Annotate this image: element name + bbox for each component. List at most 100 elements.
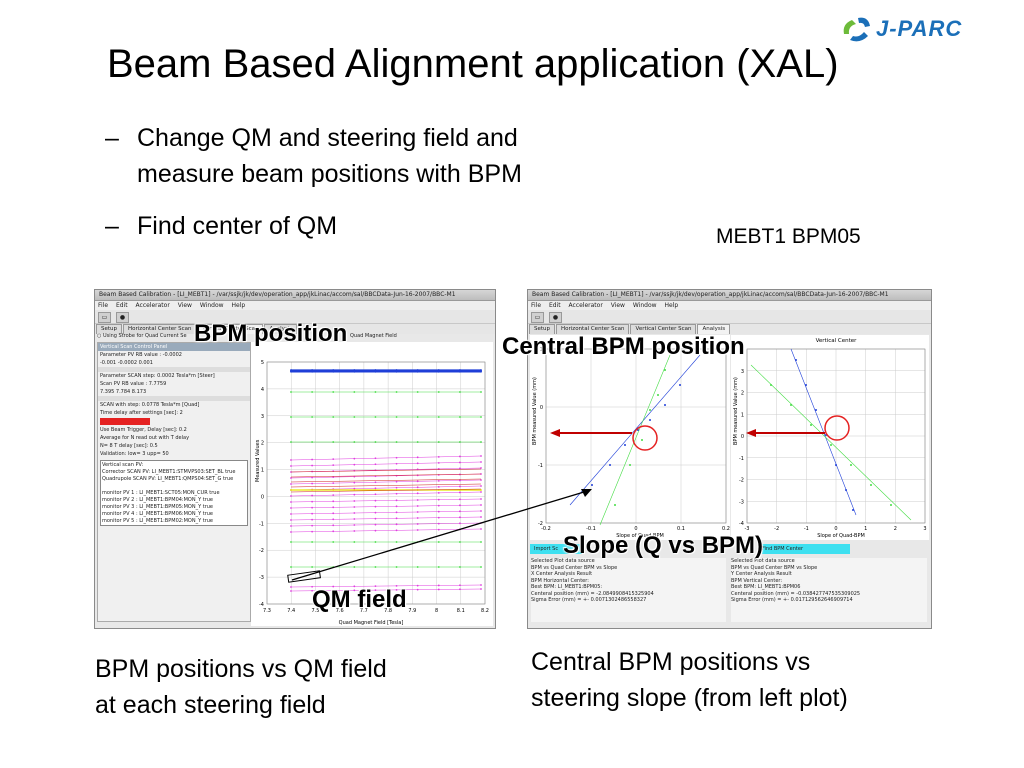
menu-help[interactable]: Help	[664, 302, 679, 309]
tab-analysis[interactable]: Analysis	[264, 324, 298, 334]
quad-field-label: Quad Magnet Field	[350, 333, 397, 339]
x-tick-label: 2	[894, 526, 897, 532]
log-area: Vertical scan PV: Corrector SCAN PV: LI_…	[100, 460, 248, 526]
y-tick-label: -3	[739, 499, 744, 505]
menu-help[interactable]: Help	[231, 302, 246, 309]
beam-trigger-option[interactable]: Use Beam Trigger, Delay [sec]: 0.2	[100, 427, 187, 433]
log-line: Quadrupole SCAN PV: LI_MEBT1:QMPS04:SET_…	[102, 476, 234, 482]
tab-analysis[interactable]: Analysis	[697, 324, 731, 334]
menu-window[interactable]: Window	[632, 302, 657, 309]
y-tick-label: -1	[739, 456, 744, 462]
plot-title: Vertical Center	[816, 338, 858, 344]
toolbar: ▭●	[528, 310, 931, 324]
x-tick-label: 7.7	[360, 608, 368, 614]
result-line: Centeral position (mm) = -2.084990841532…	[531, 590, 654, 597]
x-tick-label: -0.2	[541, 526, 551, 532]
time-delay[interactable]: Time delay after settings [sec]: 2	[100, 410, 183, 416]
right-app-window: Beam Based Calibration - [LI_MEBT1] - /v…	[527, 289, 932, 629]
x-tick-label: 8.1	[457, 608, 465, 614]
result-line: Sigma Error (mm) = +- 0.0171295626469097…	[731, 597, 853, 603]
x-tick-label: -1	[804, 526, 809, 532]
menu-accelerator[interactable]: Accelerator	[135, 302, 170, 309]
record-icon[interactable]: ●	[116, 312, 129, 323]
caption-right-line-2: steering slope (from left plot)	[531, 684, 848, 712]
x-tick-label: 0.2	[722, 526, 730, 532]
menu-accelerator[interactable]: Accelerator	[568, 302, 603, 309]
strobe-label: Using Strobe for Quad Current Se	[102, 333, 187, 339]
x-tick-label: 8.2	[481, 608, 489, 614]
x-tick-label: -3	[745, 526, 750, 532]
open-icon[interactable]: ▭	[531, 312, 544, 323]
menu-view[interactable]: View	[610, 302, 625, 309]
menu-view[interactable]: View	[177, 302, 192, 309]
log-line: monitor PV 3 : LI_MEBT1:BPM05:MON_Y true	[102, 504, 214, 510]
y-tick-label: 1	[540, 347, 543, 353]
y-tick-label: 4	[261, 387, 264, 393]
y-tick-label: 0	[540, 405, 543, 411]
find-bpm-center-button[interactable]: Find BPM Center	[758, 544, 850, 554]
bullet-2-line-1: Find center of QM	[137, 212, 338, 240]
scan-slider[interactable]	[98, 396, 250, 401]
menu-window[interactable]: Window	[199, 302, 224, 309]
x-axis-label: Slope of Quad-BPM	[817, 533, 865, 539]
menu-file[interactable]: File	[531, 302, 542, 309]
tab-vertical-center-scan[interactable]: Vertical Center Scan	[630, 324, 697, 334]
y-axis-label: BPM measured Value (mm)	[733, 377, 739, 445]
tab-setup[interactable]: Setup	[529, 324, 556, 334]
scan-range[interactable]: 7.395 7.784 8.173	[100, 389, 147, 395]
callout-central-bpm-position: Central BPM position	[502, 333, 745, 360]
scan-step[interactable]: SCAN with step: 0.0778 Tesla*m [Quad]	[100, 402, 200, 408]
result-line: BPM Vertical Center:	[731, 577, 783, 584]
result-line: Sigma Error (mm) = +- 0.0071302486558327	[531, 597, 647, 603]
record-icon[interactable]: ●	[549, 312, 562, 323]
param-slider[interactable]	[98, 367, 250, 372]
x-axis-label: Slope of Quad-BPM	[616, 533, 664, 539]
param-scan-step[interactable]: Parameter SCAN step: 0.0002 Tesla*m [Ste…	[100, 373, 215, 379]
tab-horizontal-center-scan[interactable]: Horizontal Center Scan	[556, 324, 630, 334]
y-tick-label: -3	[259, 575, 264, 581]
average-option[interactable]: Average for N read out with T delay	[100, 435, 190, 441]
caption-left-line-2: at each steering field	[95, 691, 326, 719]
param-range[interactable]: -0.001 -0.0002 0.001	[100, 360, 153, 366]
y-axis-label: Measured Values	[255, 439, 261, 482]
log-line: monitor PV 2 : LI_MEBT1:BPM04:MON_Y true	[102, 497, 214, 503]
x-tick-label: 0	[634, 526, 637, 532]
y-tick-label: 0	[261, 494, 264, 500]
scan-progress-bar	[100, 418, 150, 425]
bullet-dash: –	[105, 124, 119, 152]
result-line: Best BPM: LI_MEBT1:BPM05:	[531, 584, 603, 590]
x-tick-label: 7.5	[311, 608, 319, 614]
y-tick-label: 5	[261, 360, 264, 366]
strobe-option[interactable]: ○ Using Strobe for Quad Current Se	[97, 333, 187, 339]
menubar: File Edit Accelerator View Window Help	[95, 301, 495, 310]
control-panel: Vertical Scan Control Panel Parameter PV…	[97, 342, 251, 622]
result-line[interactable]: BPM vs Quad Center BPM vs Slope	[731, 564, 818, 571]
tab-setup[interactable]: Setup	[96, 324, 123, 334]
x-tick-label: 1	[864, 526, 867, 532]
log-line: Corrector SCAN PV: LI_MEBT1:STMVPS03:SET…	[102, 469, 236, 475]
y-tick-label: -1	[538, 463, 543, 469]
validation-option[interactable]: Validation: low= 3 upp= 50	[100, 451, 169, 457]
average-values[interactable]: N= 8 T delay [sec]: 0.5	[100, 443, 158, 449]
log-line: monitor PV 5 : LI_MEBT1:BPM02:MON_Y true	[102, 518, 214, 524]
result-line: Centeral position (mm) = -0.038427747535…	[731, 590, 861, 597]
y-tick-label: 3	[741, 369, 744, 375]
y-tick-label: 0	[741, 434, 744, 440]
vertical-result-panel: Selected Plot data source BPM vs Quad Ce…	[731, 558, 927, 622]
tab-vertical-center-scan[interactable]: Vertical Center Scan	[197, 324, 264, 334]
menu-file[interactable]: File	[98, 302, 109, 309]
x-axis-label: Quad Magnet Field [Tesla]	[339, 620, 404, 626]
x-tick-label: 8	[435, 608, 438, 614]
menu-edit[interactable]: Edit	[548, 302, 561, 309]
y-axis-label: BPM measured Value (mm)	[532, 377, 538, 445]
result-line: Y Center Analysis Result	[731, 571, 792, 577]
y-tick-label: 1	[261, 468, 264, 474]
menu-edit[interactable]: Edit	[115, 302, 128, 309]
tab-horizontal-center-scan[interactable]: Horizontal Center Scan	[123, 324, 197, 334]
y-tick-label: 3	[261, 414, 264, 420]
open-icon[interactable]: ▭	[98, 312, 111, 323]
x-tick-label: 7.3	[263, 608, 271, 614]
